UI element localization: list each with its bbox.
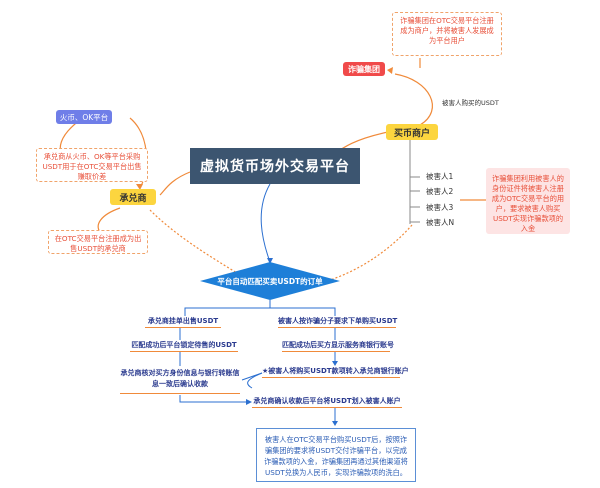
left-flow-step-1: 承兑商挂单出售USDT	[145, 316, 221, 328]
fraud-identity-note: 诈骗集团利用被害人的身份证件将被害人注册成为OTC交易平台的用户，要求被害人购买…	[486, 168, 570, 234]
left-flow-step-2: 匹配成功后平台锁定待售的USDT	[130, 340, 238, 352]
acceptor-node: 承兑商	[110, 189, 156, 205]
platforms-node: 火币、OK平台	[56, 110, 112, 124]
summary-box: 被害人在OTC交易平台购买USDT后，按照诈骗集团的要求将USDT交付诈骗平台，…	[256, 428, 416, 482]
victim-buy-usdt-label: 被害人购买的USDT	[442, 99, 499, 107]
victim-3: 被害人3	[420, 201, 460, 214]
fraud-register-note: 诈骗集团在OTC交易平台注册成为商户，并将被害人发展成为平台用户	[392, 12, 502, 56]
right-flow-step-2: 匹配成功后买方显示服务商银行账号	[282, 340, 394, 352]
left-flow-step-3: 承兑商核对买方身份信息与银行转账信息一致后确认收款	[120, 368, 240, 394]
final-step: 承兑商确认收款后平台将USDT划入被害人账户	[252, 396, 402, 408]
right-flow-step-1: 被害人按诈骗分子要求下单购买USDT	[278, 316, 397, 328]
acceptor-buy-note: 承兑商从火币、OK等平台采购USDT用于在OTC交易平台出售赚取价差	[36, 148, 148, 182]
right-flow-step-3: ★被害人将购买USDT款项转入承兑商银行账户	[262, 366, 409, 378]
victim-n: 被害人N	[420, 216, 460, 229]
page-title: 虚拟货币场外交易平台	[190, 148, 360, 184]
fraud-group-node: 诈骗集团	[343, 62, 385, 76]
victim-1: 被害人1	[420, 170, 460, 183]
acceptor-register-note: 在OTC交易平台注册成为出售USDT的承兑商	[48, 230, 148, 254]
coin-buyer-node: 买币商户	[386, 124, 438, 140]
match-order-diamond: 平台自动匹配买卖USDT的订单	[217, 276, 323, 286]
victim-2: 被害人2	[420, 185, 460, 198]
